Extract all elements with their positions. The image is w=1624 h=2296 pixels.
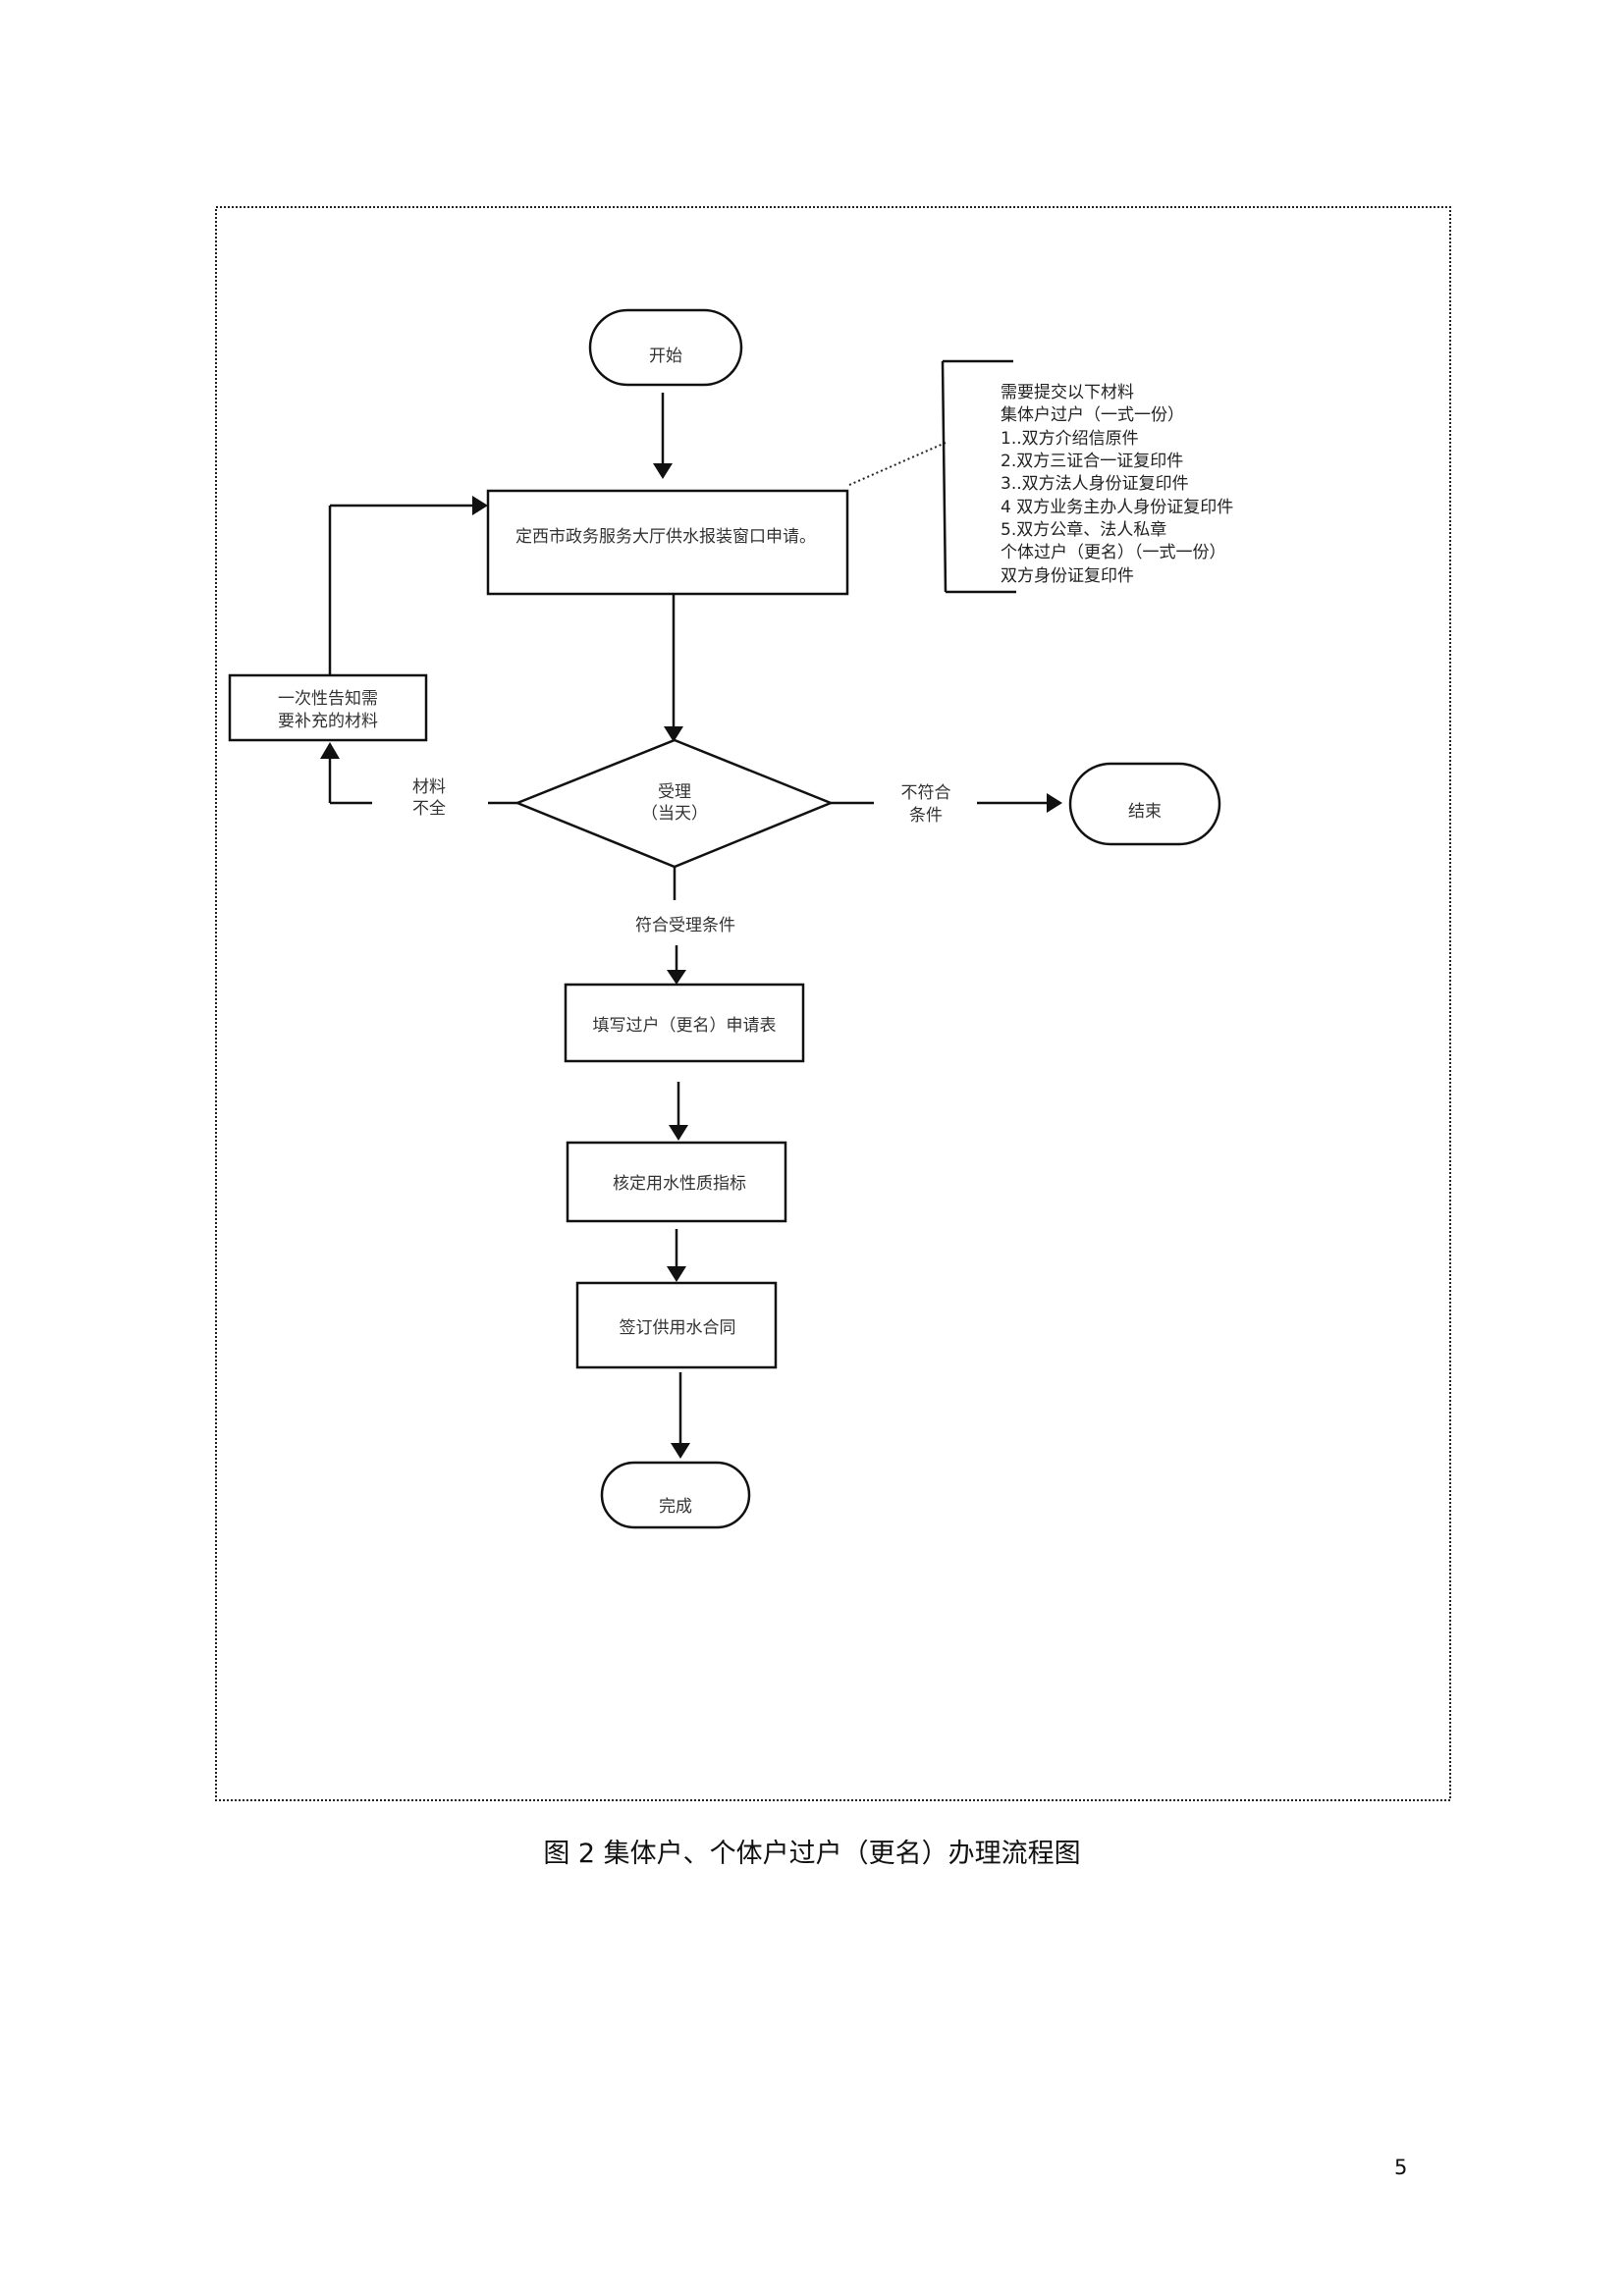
notify-box: 一次性告知需 要补充的材料 bbox=[228, 673, 428, 742]
finish-terminal: 完成 bbox=[600, 1461, 751, 1529]
materials-line: 5.双方公章、法人私章 bbox=[1001, 520, 1166, 540]
materials-line: 个体过户（更名）（一式一份） bbox=[1001, 543, 1226, 562]
decision-label-line2: （当天） bbox=[641, 804, 708, 824]
materials-line: 3..双方法人身份证复印件 bbox=[1001, 474, 1189, 494]
contract-label: 签订供用水合同 bbox=[620, 1318, 736, 1338]
notify-label-line2: 要补充的材料 bbox=[278, 712, 378, 731]
figure-caption: 图 2 集体户、个体户过户（更名）办理流程图 bbox=[543, 1839, 1081, 1869]
decision-diamond: 受理 （当天） bbox=[514, 738, 835, 869]
decision-label-line1: 受理 bbox=[658, 782, 691, 802]
fill-form-box: 填写过户（更名）申请表 bbox=[564, 983, 805, 1063]
materials-line: 集体户过户（一式一份） bbox=[1001, 405, 1184, 425]
materials-line: 需要提交以下材料 bbox=[1001, 383, 1134, 402]
page-number: 5 bbox=[1394, 2156, 1408, 2179]
incomplete-label-line2: 不全 bbox=[412, 799, 446, 819]
verify-label: 核定用水性质指标 bbox=[613, 1174, 746, 1194]
verify-box: 核定用水性质指标 bbox=[566, 1141, 787, 1223]
figure-frame bbox=[215, 206, 1451, 1801]
start-label: 开始 bbox=[649, 347, 682, 366]
materials-list: 需要提交以下材料 集体户过户（一式一份） 1..双方介绍信原件 2.双方三证合一… bbox=[1001, 383, 1233, 586]
apply-label: 定西市政务服务大厅供水报装窗口申请。 bbox=[515, 527, 816, 547]
end-terminal: 结束 bbox=[1068, 762, 1221, 846]
materials-bracket bbox=[941, 359, 1016, 594]
materials-connector bbox=[848, 442, 947, 486]
qualified-label: 符合受理条件 bbox=[635, 916, 735, 935]
fill-form-label: 填写过户（更名）申请表 bbox=[593, 1016, 777, 1036]
arrow-to-finish bbox=[671, 1372, 690, 1459]
not-qualified-label-line1: 不符合 bbox=[901, 783, 951, 803]
arrow-apply-to-decision bbox=[664, 594, 683, 742]
arrow-to-verify bbox=[669, 1082, 688, 1141]
end-label: 结束 bbox=[1128, 802, 1162, 822]
notify-label-line1: 一次性告知需 bbox=[278, 689, 378, 709]
materials-line: 2.双方三证合一证复印件 bbox=[1001, 452, 1183, 471]
not-qualified-label-line2: 条件 bbox=[909, 806, 943, 826]
arrow-notify-to-apply bbox=[328, 496, 488, 675]
arrow-start-to-apply bbox=[653, 393, 673, 479]
apply-box: 定西市政务服务大厅供水报装窗口申请。 bbox=[486, 489, 849, 596]
materials-line: 4 双方业务主办人身份证复印件 bbox=[1001, 498, 1233, 517]
contract-box: 签订供用水合同 bbox=[575, 1281, 778, 1369]
finish-label: 完成 bbox=[659, 1497, 692, 1517]
branch-qualified: 符合受理条件 bbox=[635, 867, 735, 985]
branch-not-qualified: 不符合 条件 bbox=[831, 783, 1062, 826]
arrow-to-contract bbox=[667, 1229, 686, 1282]
materials-line: 双方身份证复印件 bbox=[1001, 566, 1134, 586]
branch-incomplete: 材料 不全 bbox=[320, 742, 517, 819]
start-terminal: 开始 bbox=[588, 308, 743, 387]
incomplete-label-line1: 材料 bbox=[412, 777, 446, 797]
materials-line: 1..双方介绍信原件 bbox=[1001, 429, 1139, 449]
